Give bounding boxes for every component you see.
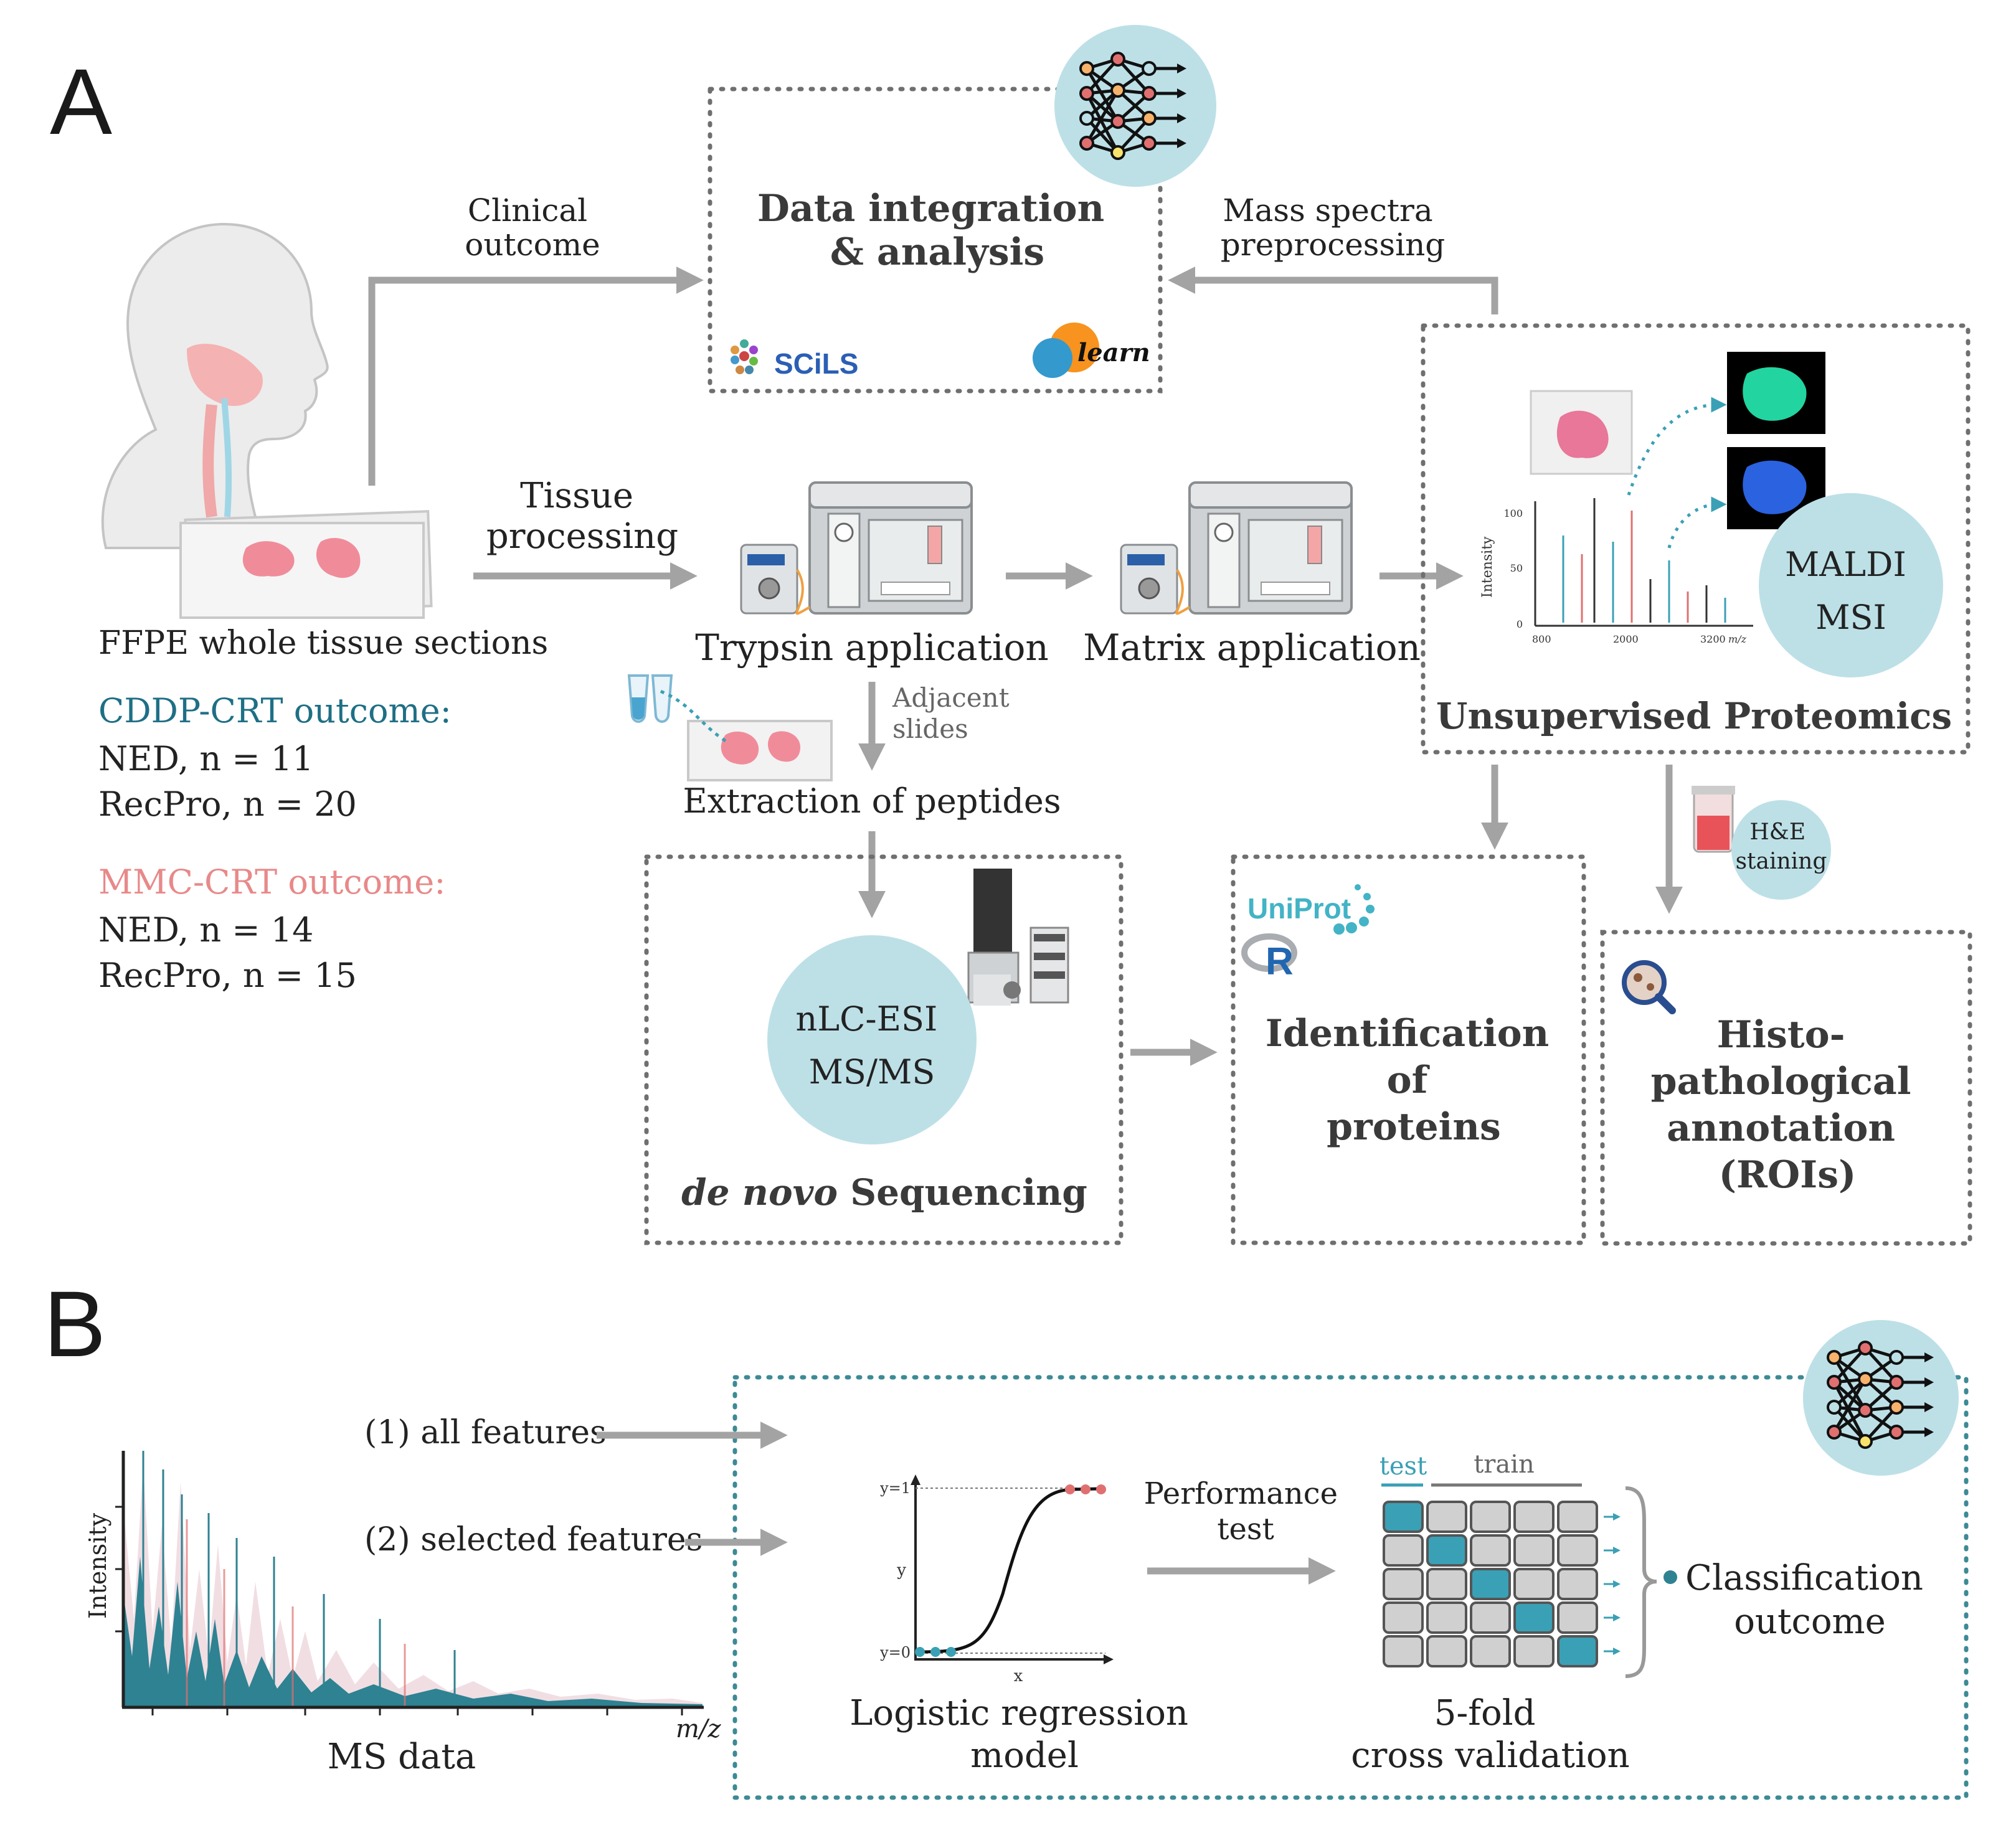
svg-text:SCiLS: SCiLS (774, 347, 858, 380)
ion-arrow-1 (1627, 397, 1727, 496)
tissue-thumbnail (1530, 390, 1633, 475)
selected-features-label: (2) selected features (364, 1521, 703, 1559)
svg-text:800: 800 (1532, 633, 1551, 645)
magnifier-tissue-icon (1622, 960, 1676, 1014)
maldi-label: MALDI MSI (1785, 545, 1917, 637)
mass-spectrum-plot: Intensity 100 50 0 800 2000 3200 m/z (1480, 498, 1753, 645)
head-profile-icon (101, 222, 329, 549)
extraction-label: Extraction of peptides (683, 781, 1061, 821)
svg-text:2000: 2000 (1613, 633, 1639, 645)
scils-logo: SCiLS (731, 339, 858, 380)
ffpe-label: FFPE whole tissue sections (98, 625, 548, 662)
clinical-outcome-arrow (368, 266, 704, 486)
ion-image-1 (1727, 352, 1825, 434)
panel-a-letter: A (50, 49, 112, 154)
matrix-label: Matrix application (1083, 626, 1421, 669)
svg-text:50: 50 (1510, 562, 1523, 574)
r-logo: R (1241, 933, 1297, 983)
tissue-slide-icon (179, 510, 433, 619)
he-staining-jar-icon (1692, 786, 1735, 853)
denovo-label: de novo Sequencing (681, 1171, 1087, 1214)
svg-text:100: 100 (1503, 507, 1523, 519)
adjacent-label: Adjacent slides (892, 682, 1018, 744)
mmc-title: MMC-CRT outcome: (98, 862, 445, 902)
nlc-circle (767, 935, 977, 1144)
cv-train-label: train (1474, 1450, 1535, 1479)
svg-text:0: 0 (1517, 618, 1523, 630)
cv-brace (1625, 1486, 1657, 1678)
svg-text:y=0: y=0 (879, 1644, 911, 1661)
cv-grid (1383, 1501, 1621, 1667)
svg-text:UniProt: UniProt (1247, 892, 1351, 925)
denovo-box (644, 854, 1124, 1245)
model-box (732, 1375, 1969, 1800)
mmc-recpro: RecPro, n = 15 (98, 956, 357, 995)
svg-text:learn: learn (1077, 338, 1150, 367)
svg-text:x: x (1014, 1667, 1023, 1686)
svg-text:y=1: y=1 (879, 1479, 911, 1497)
identification-box (1231, 854, 1586, 1245)
mmc-ned: NED, n = 14 (98, 910, 313, 950)
cddp-title: CDDP-CRT outcome: (98, 691, 452, 730)
intensity-axis-label: Intensity (84, 1512, 111, 1619)
uniprot-logo: UniProt (1247, 884, 1375, 935)
histo-label: Histo- pathological annotation (ROIs) (1651, 1013, 1924, 1197)
unsupervised-label: Unsupervised Proteomics (1436, 695, 1952, 737)
nlc-label: nLC-ESI MS/MS (795, 999, 948, 1092)
adjacent-slide-icon (660, 689, 833, 781)
ion-arrow-2 (1667, 496, 1727, 549)
svg-text:m/z: m/z (1728, 633, 1747, 645)
sprayer-instrument-icon (740, 481, 973, 615)
mass-spectra-arrow (1168, 266, 1498, 314)
cv-test-label: test (1379, 1452, 1427, 1481)
he-circle (1731, 800, 1831, 900)
he-label: H&E staining (1736, 819, 1827, 874)
all-features-label: (1) all features (364, 1414, 607, 1451)
svg-text:Intensity: Intensity (1480, 536, 1495, 598)
performance-label: Performance test (1144, 1476, 1348, 1547)
unsupervised-box (1421, 323, 1971, 755)
data-integration-box (707, 87, 1163, 394)
trypsin-label: Trypsin application (695, 626, 1049, 669)
ms-data-label: MS data (328, 1737, 476, 1777)
mass-spectra-label: Mass spectra preprocessing (1221, 192, 1446, 263)
cddp-recpro: RecPro, n = 20 (98, 785, 357, 824)
data-integration-title: Data integration & analysis (757, 187, 1117, 274)
panel-b-letter: B (44, 1271, 106, 1376)
mass-spectrometer-icon (967, 869, 1069, 1006)
svg-text:y: y (896, 1561, 906, 1580)
classification-bullet (1663, 1570, 1677, 1584)
sklearn-logo: learn (1033, 323, 1150, 378)
mz-axis-label: m/z (676, 1715, 721, 1743)
maldi-circle (1759, 493, 1943, 677)
histo-box (1600, 930, 1972, 1246)
logistic-label: Logistic regression model (849, 1693, 1200, 1776)
logistic-plot: y=1 y y=0 x (879, 1474, 1114, 1686)
svg-text:R: R (1266, 940, 1294, 983)
svg-text:3200: 3200 (1700, 633, 1726, 645)
classification-label: Classification outcome (1685, 1558, 1934, 1642)
sprayer-instrument-icon-2 (1120, 481, 1353, 615)
tissue-processing-label: Tissue processing (486, 476, 678, 557)
clinical-outcome-label: Clinical outcome (465, 192, 600, 263)
ms-data-plot (115, 1451, 704, 1715)
identification-label: Identification of proteins (1266, 1012, 1562, 1149)
cv-label: 5-fold cross validation (1351, 1693, 1629, 1776)
cddp-ned: NED, n = 11 (98, 739, 313, 778)
tube-icon (627, 674, 673, 723)
